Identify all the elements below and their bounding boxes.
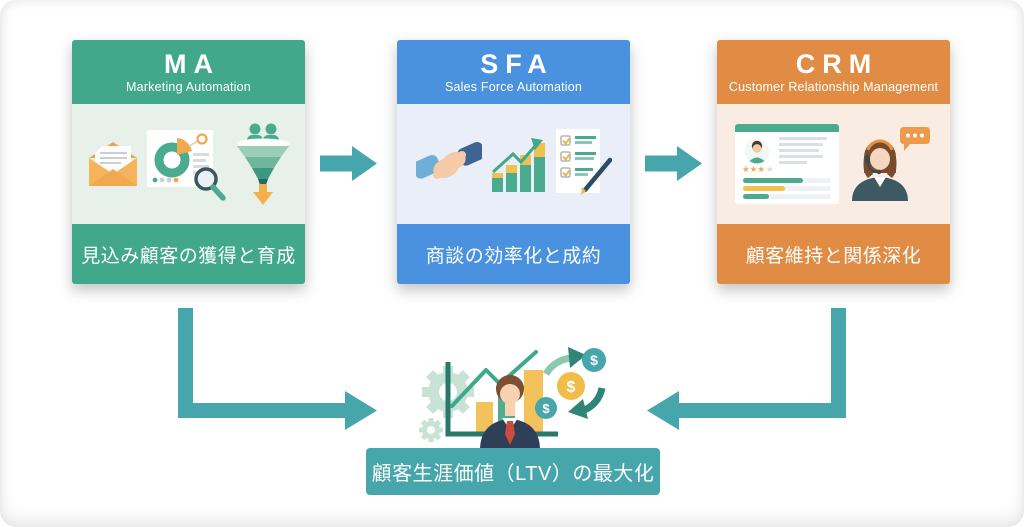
- card-sfa-subtitle: Sales Force Automation: [444, 80, 583, 95]
- svg-text:★: ★: [766, 164, 774, 174]
- ltv-bar-yellow: [476, 402, 493, 434]
- card-ma-title: MA: [164, 48, 220, 79]
- card-sfa-title: SFA: [480, 48, 554, 79]
- ltv-bar-yellow-tall: [524, 370, 543, 434]
- card-ma-subtitle: Marketing Automation: [126, 80, 251, 95]
- arrow-crm-to-ltv-head-icon: [647, 391, 679, 430]
- card-sfa-header: SFA Sales Force Automation: [397, 40, 630, 104]
- card-crm-body: ★★★ ★: [717, 104, 950, 224]
- svg-text:$: $: [590, 352, 598, 368]
- card-crm-title: CRM: [795, 48, 879, 79]
- card-crm: CRM Customer Relationship Management ★★★…: [717, 40, 950, 284]
- card-crm-subtitle: Customer Relationship Management: [728, 80, 939, 95]
- analytics-report-icon: [146, 130, 226, 201]
- open-envelope-icon: [88, 142, 137, 186]
- arrow-sfa-to-crm-icon: [645, 146, 702, 181]
- card-sfa-body: [397, 104, 630, 224]
- arrow-ma-to-sfa-icon: [320, 146, 377, 181]
- money-cycle-arrow-top-icon: [542, 354, 573, 376]
- card-sfa: SFA Sales Force Automation: [397, 40, 630, 284]
- card-ma: MA Marketing Automation: [72, 40, 305, 284]
- card-crm-header: CRM Customer Relationship Management: [717, 40, 950, 104]
- ltv-growth-illustration: $ $ $: [419, 347, 606, 450]
- handshake-icon: [415, 142, 482, 179]
- card-crm-caption: 顧客維持と関係深化: [717, 224, 950, 284]
- svg-text:$: $: [542, 401, 550, 416]
- contract-checklist-icon: [555, 129, 612, 195]
- svg-text:★★★: ★★★: [742, 164, 765, 174]
- customer-profile-card-icon: ★★★ ★: [735, 124, 839, 204]
- ltv-trend-line: [450, 350, 538, 408]
- ltv-result-label: 顧客生涯価値（LTV）の最大化: [366, 448, 660, 495]
- card-ma-header: MA Marketing Automation: [72, 40, 305, 104]
- lead-funnel-icon: [236, 123, 289, 205]
- svg-text:$: $: [567, 379, 576, 396]
- businessman-icon: [480, 375, 540, 450]
- support-agent-icon: [852, 127, 930, 201]
- dollar-coins-icon: $ $ $: [535, 348, 606, 419]
- growth-bar-chart-icon: [491, 138, 545, 192]
- arrow-ma-to-ltv-line: [178, 308, 347, 418]
- arrow-ma-to-ltv-head-icon: [345, 391, 377, 430]
- card-sfa-caption: 商談の効率化と成約: [397, 224, 630, 284]
- card-ma-body: [72, 104, 305, 224]
- card-ma-caption: 見込み顧客の獲得と育成: [72, 224, 305, 284]
- arrow-crm-to-ltv-line: [677, 308, 846, 418]
